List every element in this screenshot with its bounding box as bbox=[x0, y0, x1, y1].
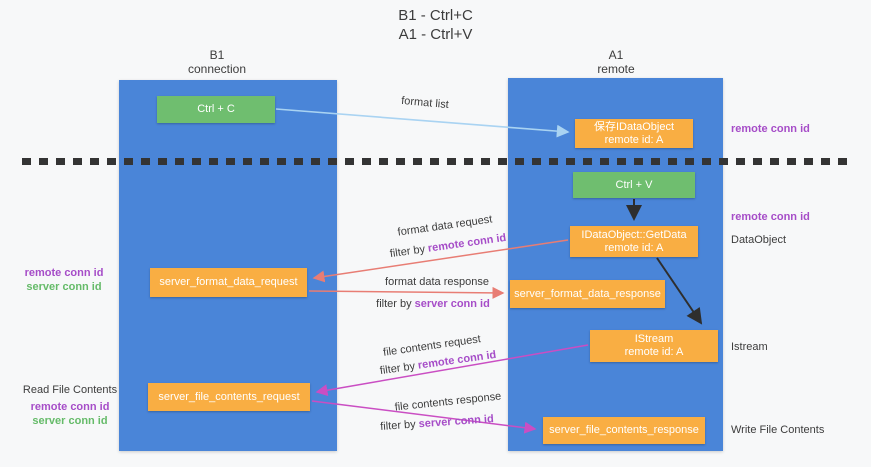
server-conn-id-text: server conn id bbox=[418, 413, 495, 431]
save-idataobject-box: 保存IDataObject remote id: A bbox=[575, 119, 693, 148]
file-contents-response-label: file contents response bbox=[394, 390, 502, 414]
left-server-conn-id-label: server conn id bbox=[26, 281, 102, 293]
left-conn-id-group: remote conn id server conn id bbox=[10, 266, 118, 294]
istream-side-label: Istream bbox=[731, 341, 768, 353]
server-format-data-request-box: server_format_data_request bbox=[150, 268, 307, 297]
read-remote-conn-id-label: remote conn id bbox=[30, 401, 110, 413]
phase-separator-dashed-line bbox=[22, 158, 850, 165]
istream-line1: IStream bbox=[634, 333, 674, 345]
server-file-contents-response-box: server_file_contents_response bbox=[543, 417, 705, 444]
server-format-data-request-label: server_format_data_request bbox=[159, 276, 298, 288]
ctrl-c-box: Ctrl + C bbox=[157, 96, 275, 123]
left-column-name: B1 bbox=[209, 48, 225, 62]
left-column-subtitle: connection bbox=[187, 62, 247, 76]
idataobject-getdata-line2: remote id: A bbox=[604, 241, 664, 254]
server-format-data-response-label: server_format_data_response bbox=[514, 287, 661, 300]
save-idataobject-line1: 保存IDataObject bbox=[593, 120, 675, 133]
read-file-contents-group: Read File Contents remote conn id server… bbox=[15, 383, 125, 428]
server-file-contents-response-label: server_file_contents_response bbox=[549, 424, 699, 436]
server-conn-id-text: server conn id bbox=[414, 298, 490, 310]
dataobject-label: DataObject bbox=[731, 234, 787, 246]
right-remote-conn-id-mid-label: remote conn id bbox=[731, 211, 810, 223]
istream-box: IStream remote id: A bbox=[590, 330, 718, 362]
save-idataobject-line2: remote id: A bbox=[604, 133, 664, 146]
format-list-label: format list bbox=[400, 94, 450, 112]
read-server-conn-id-label: server conn id bbox=[32, 415, 108, 427]
right-remote-conn-id-top-label: remote conn id bbox=[731, 123, 810, 135]
server-format-data-response-box: server_format_data_response bbox=[510, 280, 665, 308]
left-column-header: B1 connection bbox=[117, 48, 317, 76]
idataobject-getdata-box: IDataObject::GetData remote id: A bbox=[570, 226, 698, 257]
istream-line2: remote id: A bbox=[624, 346, 684, 358]
server-file-contents-request-box: server_file_contents_request bbox=[148, 383, 310, 411]
left-remote-conn-id-label: remote conn id bbox=[24, 267, 104, 279]
ctrl-v-box: Ctrl + V bbox=[573, 172, 695, 198]
filter-by-text: filter by bbox=[389, 243, 426, 261]
right-column-header: A1 remote bbox=[516, 48, 716, 76]
ctrl-c-label: Ctrl + C bbox=[197, 103, 235, 115]
read-file-contents-label: Read File Contents bbox=[22, 384, 118, 396]
server-file-contents-request-label: server_file_contents_request bbox=[158, 390, 300, 403]
filter-by-text: filter by bbox=[379, 360, 416, 378]
right-column-name: A1 bbox=[608, 48, 624, 62]
write-file-contents-label: Write File Contents bbox=[731, 424, 825, 436]
format-data-response-label: format data response bbox=[385, 276, 489, 288]
title-line-1: B1 - Ctrl+C bbox=[398, 7, 473, 24]
diagram-title: B1 - Ctrl+C A1 - Ctrl+V bbox=[0, 6, 871, 44]
ctrl-v-label: Ctrl + V bbox=[615, 178, 653, 191]
remote-conn-id-text: remote conn id bbox=[427, 231, 507, 255]
filter-by-text: filter by bbox=[376, 298, 412, 310]
title-line-2: A1 - Ctrl+V bbox=[398, 26, 473, 43]
right-column-subtitle: remote bbox=[597, 62, 635, 76]
format-data-response-arrow bbox=[308, 286, 505, 299]
filter-by-text: filter by bbox=[379, 418, 417, 433]
idataobject-getdata-line1: IDataObject::GetData bbox=[581, 228, 687, 241]
